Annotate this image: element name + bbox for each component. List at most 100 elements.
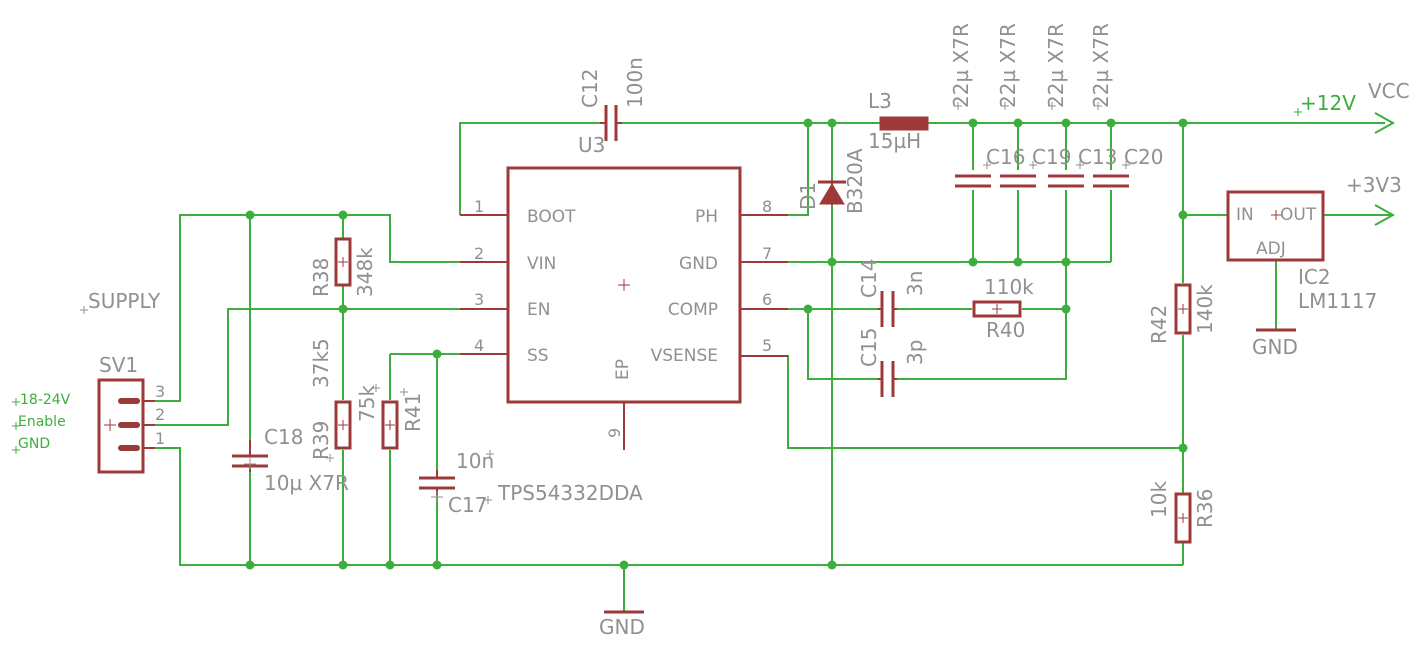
pin-num-1: 1 [474, 197, 484, 216]
p12v-label: +12V [1300, 91, 1356, 115]
sv1-label-gnd: GND [18, 436, 50, 452]
pin-num-7: 7 [762, 244, 772, 263]
l3-value: 15µH [868, 129, 921, 153]
r41-name: R41 [401, 393, 425, 432]
gnd-symbol-main: GND [599, 610, 645, 639]
ic-u3[interactable]: 1 2 3 4 BOOT VIN EN SS 8 7 6 5 PH GND CO… [460, 133, 788, 505]
ic-u3-name: U3 [578, 133, 605, 157]
origin-marks [244, 102, 1130, 504]
ic-ic2[interactable]: IN OUT ADJ IC2 LM1117 [1226, 190, 1377, 313]
c14-value: 3n [903, 271, 927, 296]
c19-value: 22µ X7R [996, 23, 1020, 108]
connector-sv1[interactable]: SV1 3 2 1 18-24V Enable GND SUPPLY [12, 289, 165, 474]
pin-label-ss: SS [527, 346, 549, 366]
resistor-r42[interactable]: R42 140k [1147, 283, 1217, 344]
c16-name: C16 [986, 145, 1025, 169]
sv1-label-enable: Enable [18, 414, 66, 430]
pin-label-en: EN [527, 300, 550, 320]
c12-name: C12 [578, 69, 602, 108]
r39-value: 37k5 [309, 338, 333, 388]
ic2-pin-adj: ADJ [1256, 239, 1286, 259]
resistor-r41[interactable]: 75k R41 [355, 385, 425, 450]
capacitor-c15[interactable]: C15 3p [857, 328, 927, 397]
pin-num-9: 9 [605, 428, 624, 438]
pin-num-3: 3 [474, 290, 484, 309]
pin-label-comp: COMP [668, 300, 718, 320]
capacitor-c19[interactable]: C19 22µ X7R [996, 23, 1071, 188]
ic2-value: LM1117 [1298, 289, 1377, 313]
r36-value: 10k [1147, 481, 1171, 518]
r42-name: R42 [1147, 305, 1171, 344]
inductor-l3[interactable]: L3 15µH [868, 89, 929, 153]
pin-num-5: 5 [762, 336, 772, 355]
r36-name: R36 [1193, 489, 1217, 528]
c15-name: C15 [857, 328, 881, 367]
pin-label-vin: VIN [527, 254, 556, 274]
gnd-main-label: GND [599, 615, 645, 639]
pin-num-4: 4 [474, 336, 484, 355]
pin-label-ep: EP [613, 359, 633, 380]
c20-name: C20 [1124, 145, 1163, 169]
r39-name: R39 [309, 421, 333, 460]
pin-label-vsense: VSENSE [651, 346, 718, 366]
c12-value: 100n [623, 57, 647, 108]
resistor-r38[interactable]: R38 348k [309, 237, 377, 297]
r41-value: 75k [355, 385, 379, 422]
diode-d1[interactable]: D1 B320A [796, 148, 867, 214]
gnd-ic2-label: GND [1252, 335, 1298, 359]
pin-label-boot: BOOT [527, 207, 576, 227]
p3v3-arrow: +3V3 [1346, 173, 1402, 226]
capacitor-c13[interactable]: C13 22µ X7R [1044, 23, 1117, 188]
pin-num-6: 6 [762, 290, 772, 309]
c13-name: C13 [1078, 145, 1117, 169]
junctions [245, 118, 1188, 570]
pin-label-gnd: GND [679, 254, 718, 274]
l3-name: L3 [868, 89, 892, 113]
resistor-r39[interactable]: R39 37k5 [309, 338, 352, 460]
sv1-pin-3: 3 [155, 382, 165, 401]
r38-value: 348k [353, 247, 377, 297]
sv1-pin-1: 1 [155, 429, 165, 448]
c18-name: C18 [264, 425, 303, 449]
sv1-pin-2: 2 [155, 405, 165, 424]
c20-value: 22µ X7R [1089, 23, 1113, 108]
capacitor-c17[interactable]: 10n C17 [419, 449, 494, 517]
ic-u3-value: TPS54332DDA [497, 481, 643, 505]
r40-name: R40 [986, 318, 1025, 342]
sv1-label-18-24v: 18-24V [20, 392, 71, 408]
c13-value: 22µ X7R [1044, 23, 1068, 108]
ic2-name: IC2 [1298, 265, 1331, 289]
r38-name: R38 [309, 258, 333, 297]
pin-label-ph: PH [695, 207, 718, 227]
pin-num-2: 2 [474, 244, 484, 263]
c15-value: 3p [903, 340, 927, 365]
ic2-pin-out: OUT [1280, 205, 1317, 225]
gnd-symbol-ic2: GND [1252, 328, 1298, 359]
c17-name: C17 [448, 493, 487, 517]
d1-value: B320A [843, 148, 867, 214]
c17-value: 10n [456, 449, 494, 473]
c14-name: C14 [857, 259, 881, 298]
resistor-r36[interactable]: 10k R36 [1147, 481, 1217, 544]
capacitor-c20[interactable]: C20 22µ X7R [1089, 23, 1163, 188]
c16-value: 22µ X7R [949, 23, 973, 108]
capacitor-c12[interactable]: C12 100n [578, 57, 647, 141]
capacitor-c16[interactable]: C16 22µ X7R [949, 23, 1025, 188]
r40-value: 110k [984, 275, 1034, 299]
vcc-label: VCC [1368, 79, 1410, 103]
p3v3-label: +3V3 [1346, 173, 1402, 197]
d1-name: D1 [796, 182, 820, 210]
r42-value: 140k [1193, 284, 1217, 334]
resistor-r40[interactable]: 110k R40 [972, 275, 1034, 342]
c18-value: 10µ X7R [264, 471, 349, 495]
vcc-arrow: VCC +12V [1294, 79, 1410, 134]
supply-net-label: SUPPLY [88, 289, 161, 313]
sv1-name: SV1 [99, 353, 138, 377]
capacitor-c18[interactable]: C18 10µ X7R [232, 425, 349, 495]
ic2-pin-in: IN [1236, 205, 1254, 225]
capacitor-c14[interactable]: C14 3n [857, 259, 927, 327]
c19-name: C19 [1032, 145, 1071, 169]
wires [155, 122, 1392, 612]
pin-num-8: 8 [762, 197, 772, 216]
